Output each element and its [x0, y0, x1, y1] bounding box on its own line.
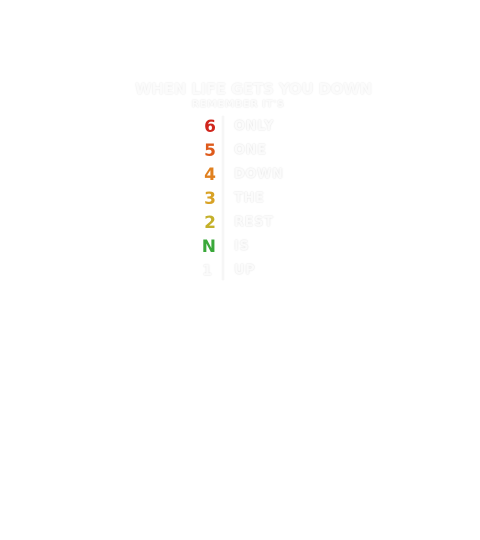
subline: REMEMBER IT'S [191, 99, 285, 110]
shirt-design: WHEN LIFE GETS YOU DOWN REMEMBER IT'S 6 … [135, 66, 372, 296]
gear-label: 4 [204, 165, 216, 185]
gear-label: N [201, 237, 216, 257]
gear-label: 5 [204, 141, 216, 161]
gear-row-5: 5 ONE [135, 139, 341, 163]
gear-label: 6 [204, 117, 216, 137]
gear-row-n: N IS [135, 235, 341, 259]
gear-word: THE [234, 191, 265, 206]
gear-label: 3 [204, 189, 216, 209]
gear-label: 1 [202, 263, 216, 279]
gear-row-3: 3 THE [135, 187, 341, 211]
gear-word: DOWN [234, 167, 284, 182]
shift-pattern-divider [222, 116, 224, 280]
gear-word: ONE [234, 143, 267, 158]
gear-row-2: 2 REST [135, 211, 341, 235]
gear-word: ONLY [234, 119, 275, 134]
gear-row-4: 4 DOWN [135, 163, 341, 187]
gear-label: 2 [204, 213, 216, 233]
gear-word: IS [234, 239, 250, 254]
gear-word: REST [234, 215, 274, 230]
headline: WHEN LIFE GETS YOU DOWN [135, 80, 372, 98]
gear-row-1: 1 UP [135, 259, 341, 283]
gear-word: UP [234, 263, 256, 278]
gear-row-6: 6 ONLY [135, 115, 341, 139]
